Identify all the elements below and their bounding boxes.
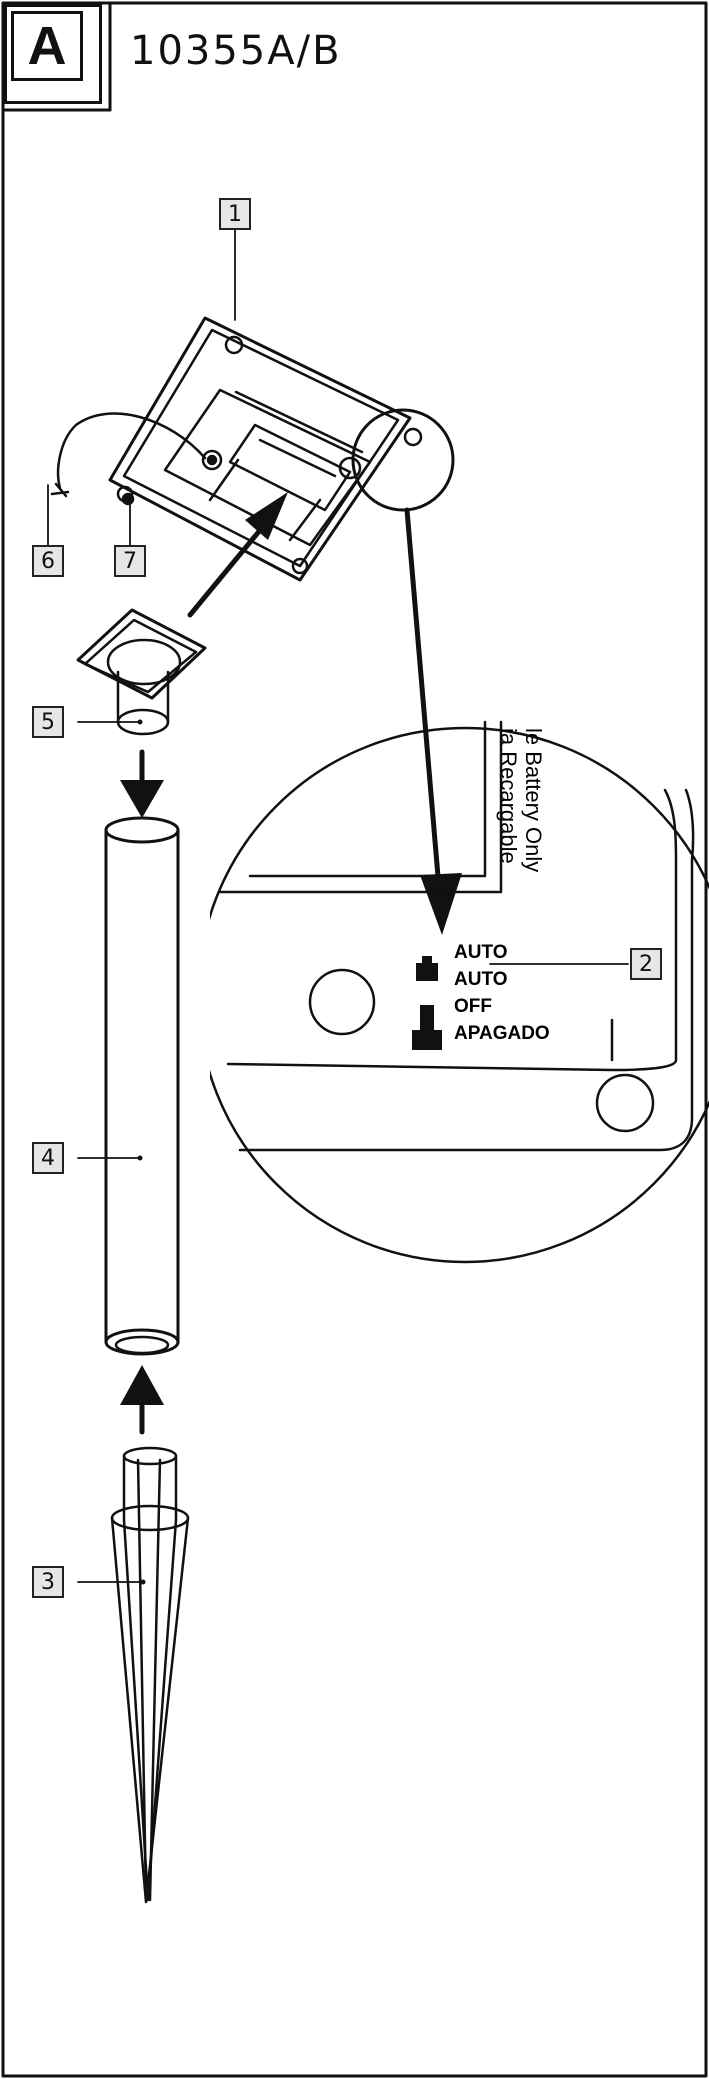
- section-letter: A: [11, 11, 83, 81]
- section-marker: A: [4, 4, 102, 104]
- switch-label-auto-es: AUTO: [454, 969, 508, 990]
- switch-label-off-en: OFF: [454, 996, 492, 1017]
- switch-label-auto-en: AUTO: [454, 942, 508, 963]
- wire: [56, 412, 207, 490]
- callout-6: 6: [32, 545, 64, 577]
- magnifier-circle: [351, 408, 455, 512]
- solar-panel: [108, 316, 423, 582]
- switch-label-off-es: APAGADO: [454, 1023, 550, 1044]
- leader-lines: [47, 229, 629, 1583]
- callout-5: 5: [32, 706, 64, 738]
- callout-2: 2: [630, 948, 662, 980]
- model-number: 10355A/B: [130, 28, 342, 74]
- battery-label-line1: le Battery Only: [521, 728, 546, 873]
- callout-7: 7: [114, 545, 146, 577]
- battery-label-line2: ia Recargable: [496, 728, 521, 864]
- callout-1: 1: [219, 198, 251, 230]
- connector-cap: [76, 608, 207, 736]
- callout-4: 4: [32, 1142, 64, 1174]
- pole: [104, 816, 180, 1356]
- callout-3: 3: [32, 1566, 64, 1598]
- detail-view: [210, 720, 709, 1264]
- ground-spike: [110, 1446, 190, 1904]
